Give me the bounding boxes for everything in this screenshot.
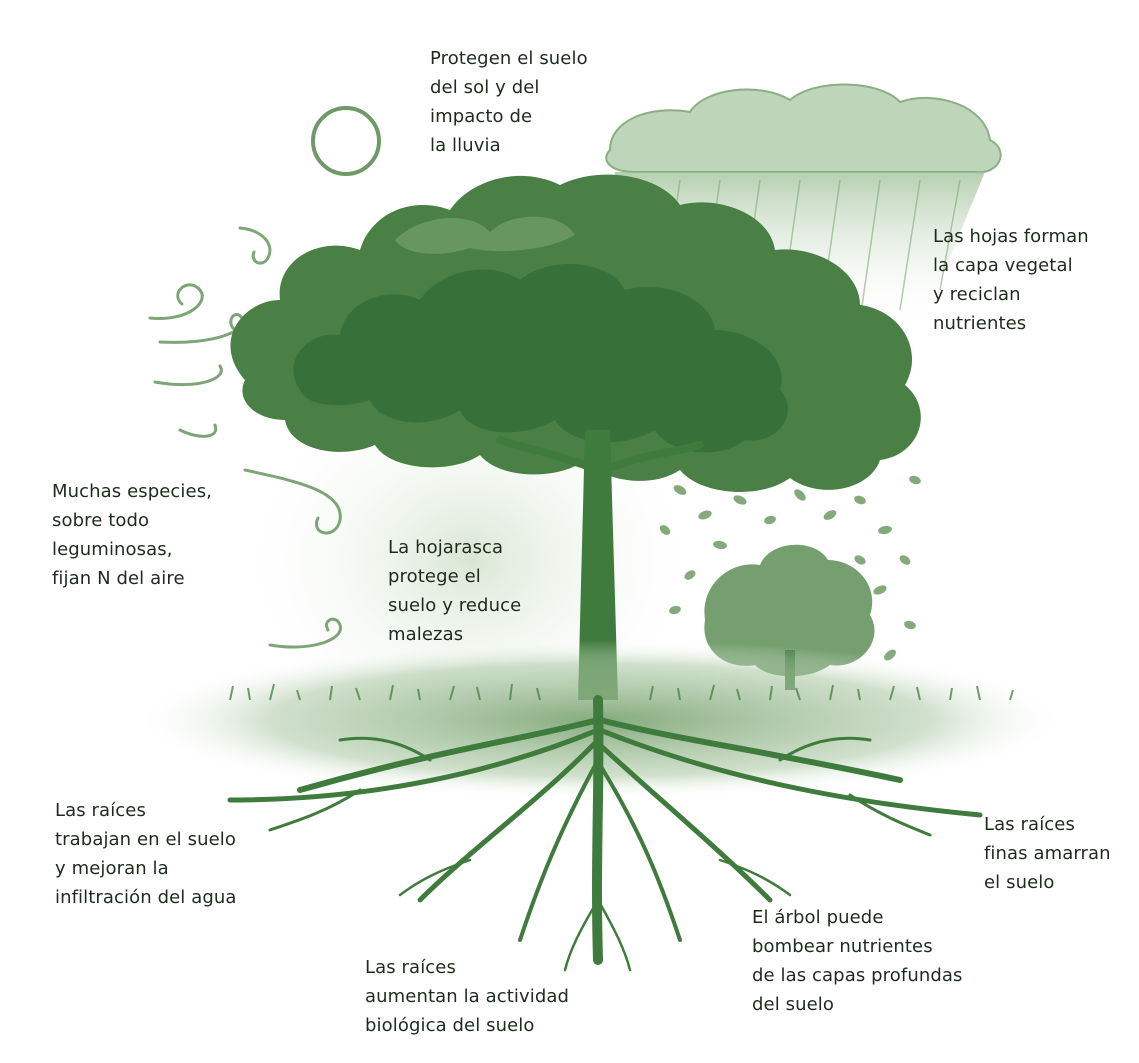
label-line: La hojarasca xyxy=(388,533,521,562)
label-line: biológica del suelo xyxy=(365,1011,569,1040)
label-sun-rain-protection: Protegen el suelo del sol y del impacto … xyxy=(430,44,588,160)
label-legumes-nitrogen: Muchas especies, sobre todo leguminosas,… xyxy=(52,477,212,593)
label-line: protege el xyxy=(388,562,521,591)
label-leaf-litter: La hojarasca protege el suelo y reduce m… xyxy=(388,533,521,649)
label-biological-activity: Las raíces aumentan la actividad biológi… xyxy=(365,953,569,1040)
label-line: fijan N del aire xyxy=(52,564,212,593)
label-line: Las raíces xyxy=(365,953,569,982)
label-line: El árbol puede xyxy=(752,903,962,932)
label-line: malezas xyxy=(388,620,521,649)
label-line: Las hojas forman xyxy=(933,222,1089,251)
label-line: sobre todo xyxy=(52,506,212,535)
label-line: la capa vegetal xyxy=(933,251,1089,280)
label-line: suelo y reduce xyxy=(388,591,521,620)
label-line: del sol y del xyxy=(430,73,588,102)
label-line: impacto de xyxy=(430,102,588,131)
label-line: Protegen el suelo xyxy=(430,44,588,73)
label-roots-water-infiltration: Las raíces trabajan en el suelo y mejora… xyxy=(55,796,237,912)
label-line: nutrientes xyxy=(933,309,1089,338)
label-line: la lluvia xyxy=(430,131,588,160)
label-line: y reciclan xyxy=(933,280,1089,309)
sun-icon xyxy=(313,108,379,174)
label-line: aumentan la actividad xyxy=(365,982,569,1011)
label-line: del suelo xyxy=(752,990,962,1019)
label-line: Las raíces xyxy=(984,810,1111,839)
label-line: Las raíces xyxy=(55,796,237,825)
label-fine-roots: Las raíces finas amarran el suelo xyxy=(984,810,1111,897)
label-line: y mejoran la xyxy=(55,854,237,883)
label-line: infiltración del agua xyxy=(55,883,237,912)
label-line: bombear nutrientes xyxy=(752,932,962,961)
label-line: de las capas profundas xyxy=(752,961,962,990)
label-line: leguminosas, xyxy=(52,535,212,564)
label-leaves-vegetal-layer: Las hojas forman la capa vegetal y recic… xyxy=(933,222,1089,338)
label-line: el suelo xyxy=(984,868,1111,897)
label-nutrient-pump: El árbol puede bombear nutrientes de las… xyxy=(752,903,962,1019)
label-line: finas amarran xyxy=(984,839,1111,868)
label-line: Muchas especies, xyxy=(52,477,212,506)
label-line: trabajan en el suelo xyxy=(55,825,237,854)
